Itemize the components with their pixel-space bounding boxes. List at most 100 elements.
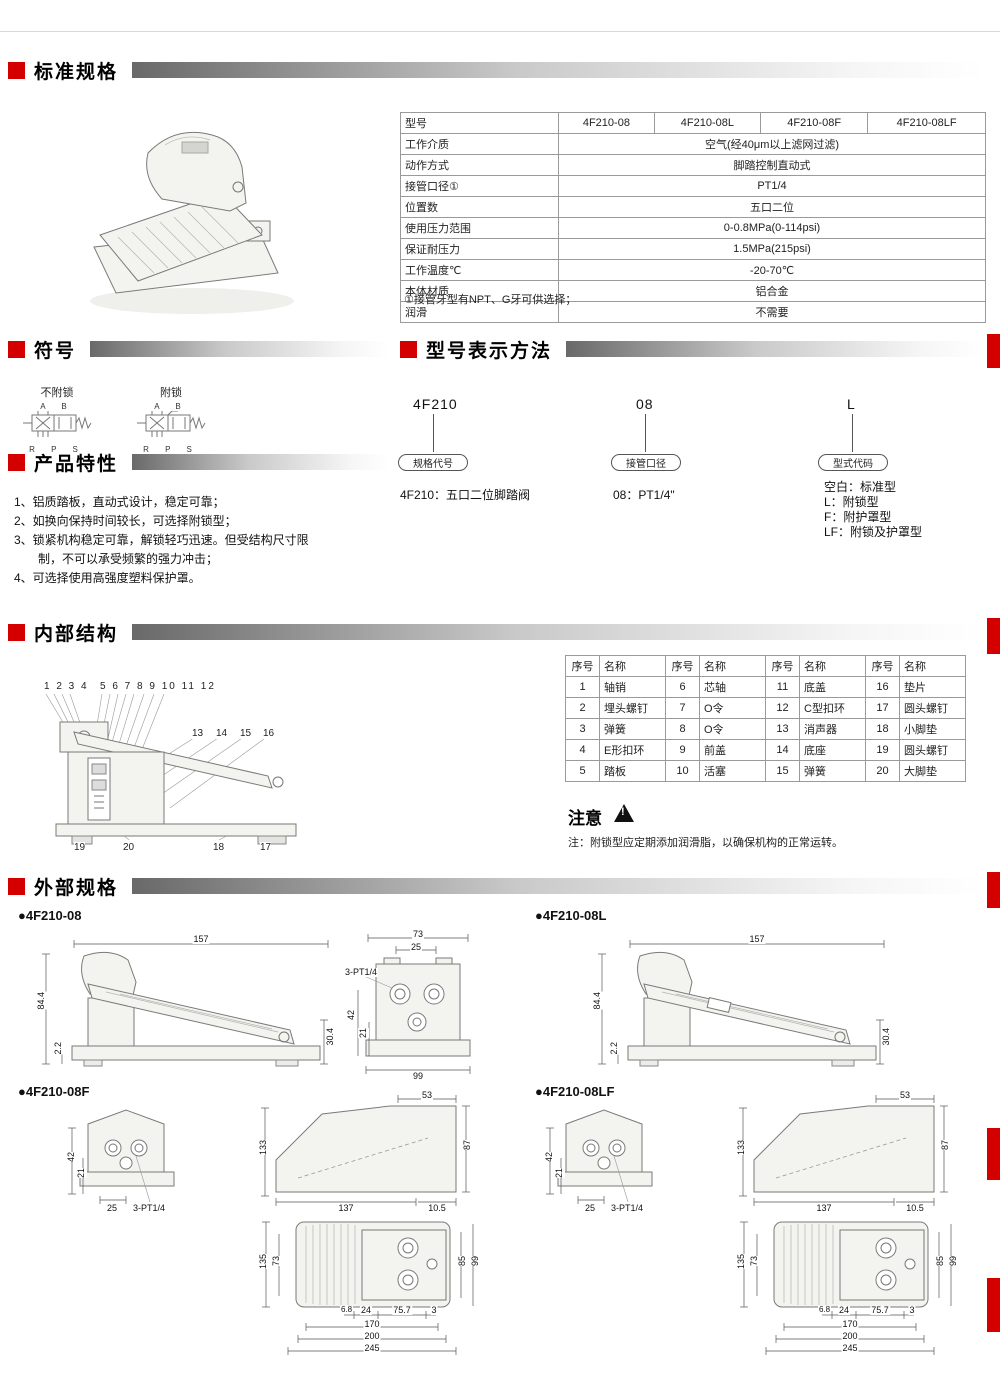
dim-label: 21 xyxy=(358,1028,369,1039)
table-cell: 10 xyxy=(665,760,700,782)
dimension-drawing xyxy=(546,1109,653,1204)
part-number-group: 5 6 7 8 9 10 11 12 xyxy=(100,681,216,692)
table-cell: 1 xyxy=(565,676,600,698)
part-number: 15 xyxy=(240,728,252,739)
table-cell: 13 xyxy=(765,718,800,740)
dim-label: 87 xyxy=(462,1140,473,1151)
dim-label: 170 xyxy=(363,1319,381,1329)
table-row: 本体材质铝合金 xyxy=(400,280,986,302)
table-cell: 14 xyxy=(765,739,800,761)
table-cell: 工作温度℃ xyxy=(400,259,559,281)
symbol-ports-bottom: R P S xyxy=(29,445,85,454)
dim-label: 2.2 xyxy=(53,1042,64,1055)
page-top-rule xyxy=(0,31,1000,32)
table-cell: O令 xyxy=(699,697,766,719)
table-cell: PT1/4 xyxy=(558,175,986,197)
table-cell: 8 xyxy=(665,718,700,740)
table-cell: 消声器 xyxy=(799,718,866,740)
valve-symbol-drawing xyxy=(23,411,92,437)
parts-header-cell: 名称 xyxy=(899,655,966,677)
caution-title: 注意 xyxy=(568,809,602,828)
dim-label: 42 xyxy=(346,1010,357,1021)
spec-model: 4F210-08F xyxy=(760,112,869,134)
dimension-drawing xyxy=(357,934,471,1074)
spec-table: 型号 4F210-08 4F210-08L 4F210-08F 4F210-08… xyxy=(400,112,986,323)
part-number: 18 xyxy=(213,842,225,853)
table-cell: 本体材质 xyxy=(400,280,559,302)
section-rule xyxy=(132,454,390,470)
section-title: 符号 xyxy=(34,340,77,362)
table-cell: 使用压力范围 xyxy=(400,217,559,239)
table-cell: 7 xyxy=(665,697,700,719)
valve-symbol-drawing xyxy=(137,410,206,437)
dim-label: 157 xyxy=(192,934,210,944)
table-cell: 埋头螺钉 xyxy=(599,697,666,719)
dim-label: 84.4 xyxy=(592,992,603,1010)
dim-label: 30.4 xyxy=(325,1028,336,1046)
table-cell: 15 xyxy=(765,760,800,782)
table-row: 位置数五口二位 xyxy=(400,196,986,218)
section-header-specs: 标准规格 xyxy=(8,57,985,83)
dim-label: 135 xyxy=(736,1254,747,1270)
dim-label: 3-PT1/4 xyxy=(132,1203,167,1213)
dim-label: 10.5 xyxy=(427,1203,447,1213)
dim-label: 53 xyxy=(420,1090,434,1100)
table-cell: 小脚垫 xyxy=(899,718,966,740)
symbol-label: 附锁 xyxy=(160,387,182,399)
table-cell: 19 xyxy=(865,739,900,761)
dim-label: 135 xyxy=(258,1254,269,1270)
dim-label: 245 xyxy=(363,1343,381,1353)
table-row: 工作温度℃-20-70℃ xyxy=(400,259,986,281)
dim-label: 85 xyxy=(935,1256,946,1267)
dim-label: 200 xyxy=(363,1331,381,1341)
dim-label: 133 xyxy=(736,1140,747,1156)
table-cell: 圆头螺钉 xyxy=(899,697,966,719)
table-cell: 铝合金 xyxy=(558,280,986,302)
spec-model: 4F210-08 xyxy=(558,112,655,134)
warning-icon: ! xyxy=(614,804,634,822)
table-cell: 12 xyxy=(765,697,800,719)
table-cell: 6 xyxy=(665,676,700,698)
spec-model: 4F210-08L xyxy=(653,112,762,134)
table-cell: 垫片 xyxy=(899,676,966,698)
dim-label: 137 xyxy=(815,1203,833,1213)
section-header-model-code: 型号表示方法 xyxy=(400,336,985,362)
drawing-group-label-08lf: ●4F210-08LF xyxy=(535,1084,615,1099)
dim-label: 73 xyxy=(411,929,425,939)
section-header-features: 产品特性 xyxy=(8,449,390,475)
symbol-ports-top: A B xyxy=(154,402,188,411)
dimension-drawing xyxy=(68,1109,175,1204)
spec-header-row: 型号 4F210-08 4F210-08L 4F210-08F 4F210-08… xyxy=(400,112,986,134)
part-number: 16 xyxy=(263,728,275,739)
part-number-group: 1 2 3 4 xyxy=(44,681,89,692)
table-cell: 大脚垫 xyxy=(899,760,966,782)
parts-header-cell: 序号 xyxy=(765,655,800,677)
dim-label: 87 xyxy=(940,1140,951,1151)
dimension-drawing xyxy=(740,1221,952,1355)
table-cell: 4 xyxy=(565,739,600,761)
dimension-drawing xyxy=(739,1095,948,1206)
table-cell: E形扣环 xyxy=(599,739,666,761)
symbol-no-lock: 不附锁 A B R P S xyxy=(14,384,100,454)
drawing-group-label-08l: ●4F210-08L xyxy=(535,908,607,923)
section-rule xyxy=(132,878,985,894)
drawing-group-label-08: ●4F210-08 xyxy=(18,908,82,923)
table-row: 润滑不需要 xyxy=(400,301,986,323)
feature-item: 3、锁紧机构稳定可靠，解锁轻巧迅速。但受结构尺寸限制，不可以承受频繁的强力冲击； xyxy=(14,533,309,566)
dim-label: 3 xyxy=(430,1305,438,1315)
model-code-connector xyxy=(433,414,434,452)
model-code-port: 08 xyxy=(636,396,654,412)
dim-label: 133 xyxy=(258,1140,269,1156)
dim-label: 30.4 xyxy=(881,1028,892,1046)
dim-label: 170 xyxy=(841,1319,859,1329)
section-title: 型号表示方法 xyxy=(426,340,553,362)
dim-label: 24 xyxy=(359,1305,373,1315)
drawing-group-label-08f: ●4F210-08F xyxy=(18,1084,90,1099)
section-bullet-icon xyxy=(8,877,25,895)
warning-exclamation: ! xyxy=(621,806,625,818)
drawing-08lf-plan-view: 135 73 85 99 6.8 24 75.7 3 170 200 245 xyxy=(736,1212,961,1364)
